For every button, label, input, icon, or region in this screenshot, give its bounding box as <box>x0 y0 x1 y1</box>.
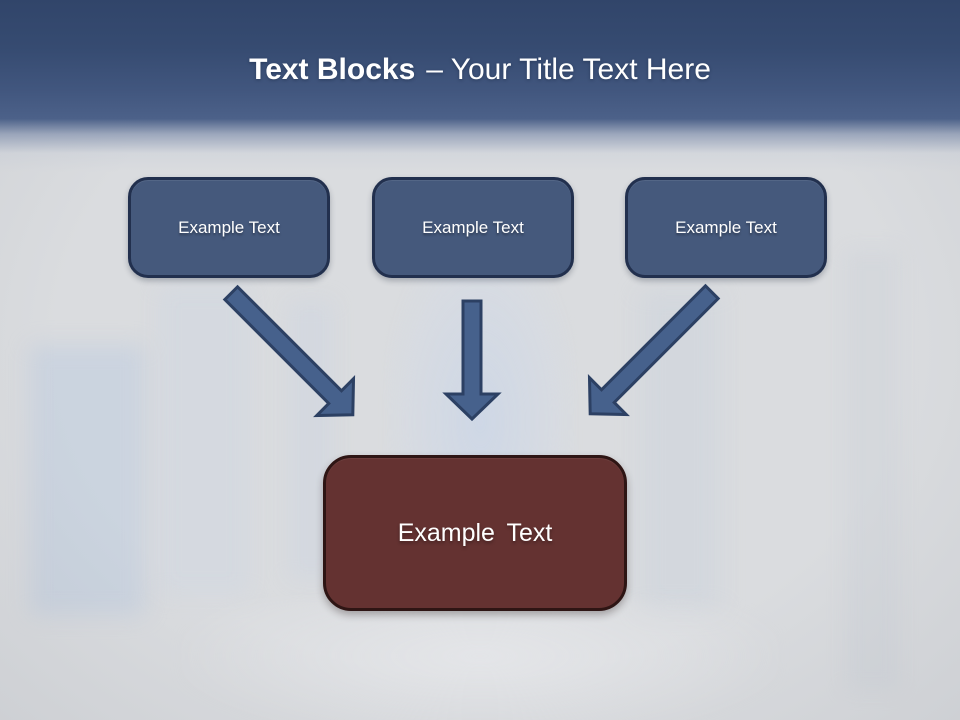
photo-floor-glow <box>180 600 780 720</box>
arrow-down-icon <box>442 299 502 422</box>
header-band <box>0 0 960 172</box>
text-block-2: Example Text <box>372 177 574 278</box>
title-bold-text: Text Blocks <box>249 53 416 86</box>
text-block-1-label: Example Text <box>178 217 280 237</box>
result-block-label: Example Text <box>397 518 553 547</box>
text-block-2-label: Example Text <box>422 217 524 237</box>
page-title: Text Blocks – Your Title Text Here <box>0 50 960 90</box>
text-block-3-label: Example Text <box>675 217 777 237</box>
text-block-3: Example Text <box>625 177 827 278</box>
result-block: Example Text <box>323 455 627 611</box>
photo-window-highlight <box>30 345 145 615</box>
photo-wall-column <box>845 250 900 690</box>
arrow-down-left-icon <box>587 283 721 417</box>
photo-window-highlight <box>158 285 250 595</box>
text-block-1: Example Text <box>128 177 330 278</box>
arrow-down-right-icon <box>222 284 356 418</box>
title-subtitle-text: – Your Title Text Here <box>426 53 711 86</box>
